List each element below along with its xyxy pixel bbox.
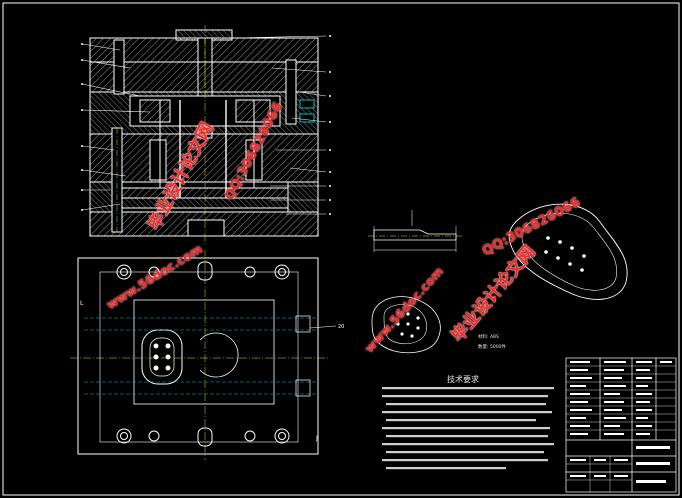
title-block — [565, 357, 677, 493]
part-top-view — [371, 296, 441, 354]
material-label: 材料: — [478, 335, 489, 340]
title-block-marks — [570, 361, 672, 483]
leader-dots — [81, 35, 331, 215]
quantity-note: 数量: 5000件 — [478, 344, 506, 350]
material-value: ABS — [489, 335, 499, 340]
quantity-label: 数量: — [478, 345, 489, 350]
tech-requirements-title: 技术要求 — [447, 375, 479, 384]
part-side-view — [368, 210, 462, 252]
tech-text-marks — [382, 387, 554, 470]
quantity-value: 5000件 — [489, 345, 506, 350]
mold-plan-view: L J 20 — [70, 250, 344, 460]
svg-text:J: J — [315, 435, 318, 442]
material-note: 材料: ABS — [478, 334, 499, 340]
mold-section-view — [81, 25, 331, 244]
svg-text:L: L — [80, 300, 84, 307]
svg-text:20: 20 — [338, 324, 344, 330]
